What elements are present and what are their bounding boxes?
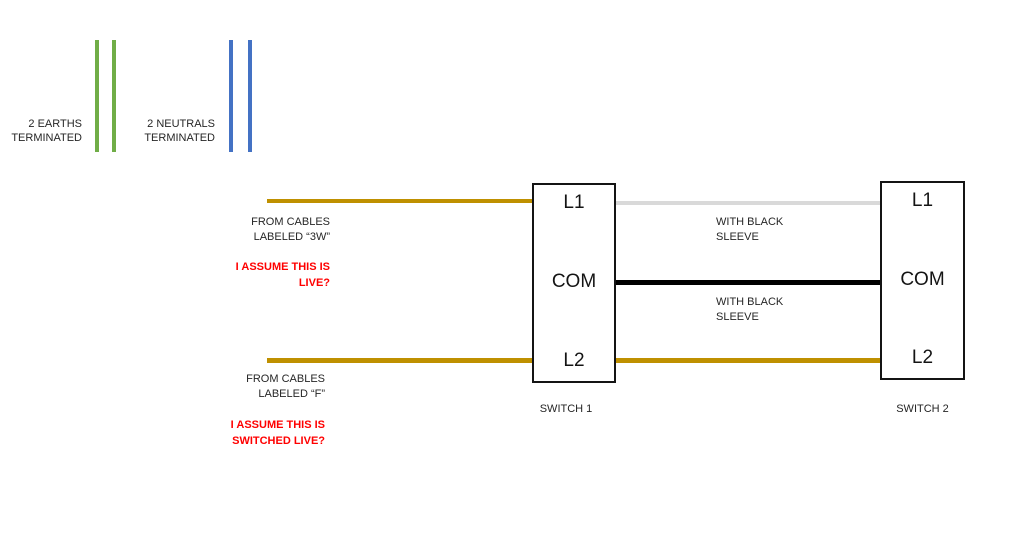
switched-live-feed-wire-l2 [267, 358, 532, 363]
switch2-terminal-l2: L2 [911, 347, 934, 368]
earth-wire-1 [95, 40, 99, 152]
com-sleeve-note: WITH BLACK SLEEVE [716, 296, 784, 323]
switch1-terminal-l1: L1 [563, 192, 585, 213]
earths-terminated-label: 2 EARTHS TERMINATED [11, 118, 82, 144]
l2-strapper-wire-gold [616, 358, 880, 363]
neutral-wire-2 [248, 40, 252, 152]
l1-sleeve-note: WITH BLACK SLEEVE [716, 216, 784, 243]
switch1-box: L1 COM L2 [532, 183, 616, 383]
neutrals-terminated-label: 2 NEUTRALS TERMINATED [144, 118, 215, 144]
switch1-terminal-l2: L2 [563, 350, 585, 371]
switch1-caption: SWITCH 1 [539, 403, 593, 415]
assume-live-note: I ASSUME THIS IS LIVE? [235, 261, 330, 289]
from-cables-f-label: FROM CABLES LABELED “F” [246, 373, 325, 400]
l1-strapper-wire-gray [616, 201, 880, 205]
switch2-terminal-l1: L1 [911, 190, 934, 211]
assume-switched-live-note: I ASSUME THIS IS SWITCHED LIVE? [230, 419, 325, 447]
neutral-wire-1 [229, 40, 233, 152]
switch2-terminal-com: COM [900, 268, 945, 290]
live-feed-wire-l1 [267, 199, 532, 203]
switch2-box: L1 COM L2 [880, 181, 965, 380]
earth-wire-2 [112, 40, 116, 152]
switch2-caption: SWITCH 2 [896, 403, 949, 415]
from-cables-3w-label: FROM CABLES LABELED “3W” [251, 216, 330, 243]
switch1-terminal-com: COM [551, 271, 597, 292]
com-link-wire-black [616, 280, 880, 285]
